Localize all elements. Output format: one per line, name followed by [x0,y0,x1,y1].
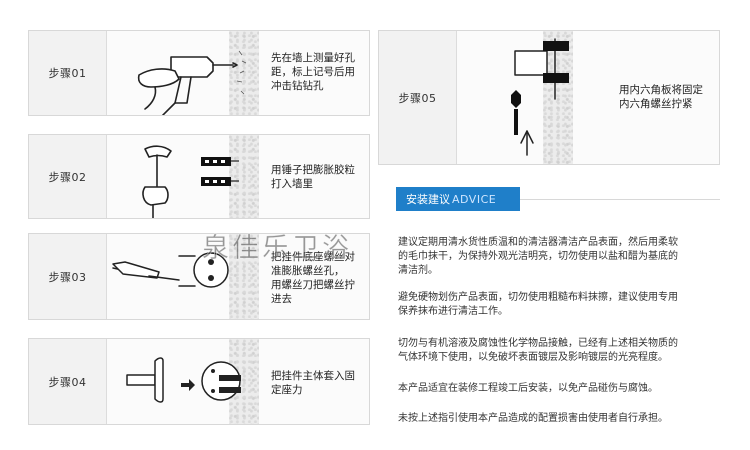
step-05-label: 步骤05 [398,91,437,105]
step-01-wall [229,31,259,115]
step-03-text-line: 准膨胀螺丝孔， [271,265,345,277]
drill-icon [137,50,247,115]
step-05-panel: 步骤05 用内六角板将固定 内六角螺丝拧紧 [378,30,720,165]
advice-paragraph-3: 切勿与有机溶液及腐蚀性化学物品接触，已经有上述相关物质的 气体环境下使用，以免破… [398,337,728,365]
step-01-label-cell: 步骤01 [29,31,107,115]
step-05-description: 用内六角板将固定 内六角螺丝拧紧 [619,83,703,111]
step-04-label-cell: 步骤04 [29,339,107,424]
step-03-text-line: 用螺丝刀把螺丝拧 [271,279,355,291]
step-04-description: 把挂件主体套入固 定座力 [271,369,355,397]
step-04-text-line: 把挂件主体套入固 [271,370,355,382]
step-01-text-line: 距，标上记号后用 [271,66,355,78]
advice-paragraph-5: 未按上述指引使用本产品造成的配置损害由使用者自行承担。 [398,412,728,426]
step-05-wall [543,31,573,164]
step-01-description: 先在墙上测量好孔 距，标上记号后用 冲击钻钻孔 [271,51,355,93]
advice-text-line: 避免硬物划伤产品表面，切勿使用粗糙布料抹擦，建议使用专用 [398,292,678,303]
wall-anchor-icon [126,357,241,403]
step-05-text-line: 用内六角板将固定 [619,84,703,96]
step-03-wall [229,234,259,319]
step-04-label: 步骤04 [48,375,87,389]
step-01-panel: 步骤01 先在墙上测量好孔 距，标上记号后用 冲击钻钻孔 [28,30,370,116]
screwdriver-icon [112,252,229,288]
step-03-label: 步骤03 [48,270,87,284]
step-02-text-line: 打入墙里 [271,178,313,190]
step-03-description: 把挂件底座螺丝对 准膨胀螺丝孔， 用螺丝刀把螺丝拧 进去 [271,250,355,306]
step-02-panel: 步骤02 用锤子把膨胀胶粒 打入墙里 [28,134,370,219]
step-03-label-cell: 步骤03 [29,234,107,319]
step-04-panel: 步骤04 把挂件主体套入固 定座力 [28,338,370,425]
step-05-text-line: 内六角螺丝拧紧 [619,98,693,110]
advice-badge: 安装建议 ADVICE [396,187,520,211]
step-03-text-line: 把挂件底座螺丝对 [271,251,355,263]
advice-text-line: 本产品适宜在装修工程竣工后安装，以免产品碰伤与腐蚀。 [398,383,658,394]
step-03-text-line: 进去 [271,293,292,305]
brand-watermark: 泉佳乐卫浴 [202,233,352,265]
step-02-label-cell: 步骤02 [29,135,107,218]
step-01-text-line: 冲击钻钻孔 [271,80,324,92]
advice-text-line: 建议定期用清水货性质温和的清洁器清洁产品表面，然后用柔软 [398,237,678,248]
advice-title-cn: 安装建议 [406,193,450,206]
advice-text-line: 气体环境下使用，以免破坏表面镀层及影响镀层的光亮程度。 [398,352,668,363]
advice-text-line: 保养抹布进行清洁工作。 [398,306,508,317]
step-01-label: 步骤01 [48,67,87,80]
hex-key-icon [511,38,569,156]
advice-paragraph-1: 建议定期用清水货性质温和的清洁器清洁产品表面，然后用柔软 的毛巾抹干，为保持外观… [398,236,728,278]
advice-text-line: 切勿与有机溶液及腐蚀性化学物品接触，已经有上述相关物质的 [398,338,678,349]
advice-paragraph-4: 本产品适宜在装修工程竣工后安装，以免产品碰伤与腐蚀。 [398,382,728,396]
step-04-text-line: 定座力 [271,384,303,396]
step-02-wall [229,135,259,218]
step-02-label: 步骤02 [48,170,87,184]
advice-paragraph-2: 避免硬物划伤产品表面，切勿使用粗糙布料抹擦，建议使用专用 保养抹布进行清洁工作。 [398,291,728,319]
hammer-icon [142,145,239,218]
advice-text-line: 未按上述指引使用本产品造成的配置损害由使用者自行承担。 [398,413,668,424]
step-02-description: 用锤子把膨胀胶粒 打入墙里 [271,163,355,191]
advice-title-en: ADVICE [452,192,497,206]
step-03-panel: 步骤03 把挂件底座螺丝对 准膨胀螺丝孔， 用螺丝刀把螺丝拧 进去 [28,233,370,320]
step-01-text-line: 先在墙上测量好孔 [271,52,355,64]
step-02-text-line: 用锤子把膨胀胶粒 [271,164,355,176]
advice-text-line: 清洁剂。 [398,265,438,276]
advice-text-line: 的毛巾抹干，为保持外观光洁明亮，切勿使用以盐和醋为基底的 [398,251,678,262]
advice-divider [520,199,720,200]
step-05-label-cell: 步骤05 [379,31,457,164]
